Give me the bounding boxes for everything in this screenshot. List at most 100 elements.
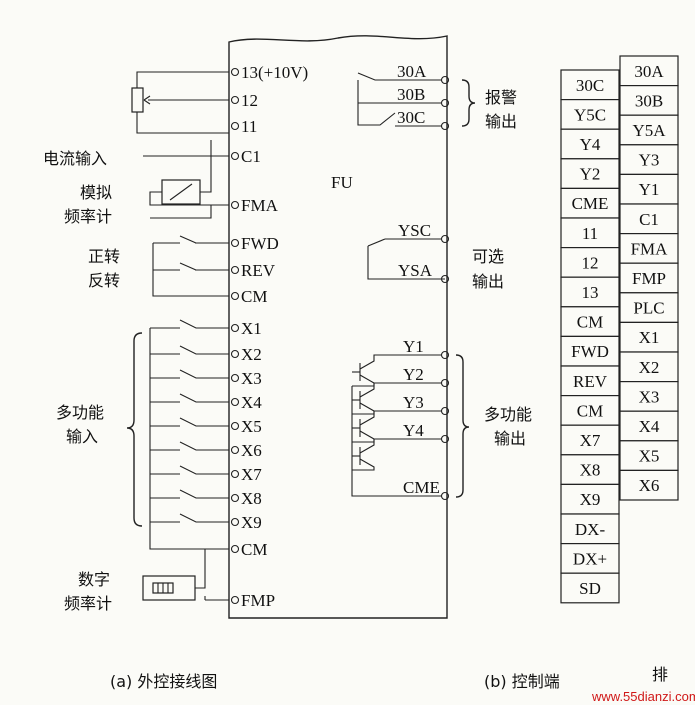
terminal-cell-label: Y1 (639, 180, 660, 199)
terminal-cell (560, 513, 620, 545)
right-terminal-label: Y1 (403, 337, 424, 356)
left-terminal-label: X7 (241, 465, 262, 484)
left-terminal-label: FWD (241, 234, 279, 253)
input-switch (179, 345, 229, 355)
terminal-cell (619, 144, 679, 176)
multi-output-label-2: 输出 (494, 429, 526, 448)
input-switch (179, 393, 229, 403)
current-input-label: 电流输入 (43, 149, 107, 168)
input-switch (179, 417, 229, 427)
left-terminal-label: X3 (241, 369, 262, 388)
terminal-cell-label: 30C (576, 76, 604, 95)
terminal-cell (560, 306, 620, 337)
relay-terminal-group: 30A 30B 30C (395, 62, 450, 131)
terminal-dot (440, 406, 450, 416)
terminal-dot (230, 323, 240, 333)
terminal-dot (230, 397, 240, 407)
terminal-dot (440, 98, 450, 108)
option-contacts (367, 238, 445, 280)
left-terminal-label: FMA (241, 196, 279, 215)
input-switch (179, 465, 229, 475)
terminal-cell-label: C1 (639, 210, 659, 229)
terminal-dot (440, 491, 450, 501)
right-terminal-label: 30A (397, 62, 427, 81)
left-terminal-label: X9 (241, 513, 262, 532)
right-terminal-label: Y4 (403, 421, 424, 440)
analog-meter-label-2: 频率计 (64, 207, 112, 226)
terminal-cell-label: DX+ (573, 549, 607, 568)
left-terminal-label: X5 (241, 417, 262, 436)
terminal-dot (440, 121, 450, 131)
terminal-cell (619, 233, 679, 264)
terminal-cell (560, 158, 620, 190)
transistor-collector (359, 410, 441, 426)
terminal-cell (619, 321, 679, 353)
terminal-cell (619, 440, 679, 471)
terminal-cell (560, 335, 620, 367)
terminal-cell-label: Y3 (639, 151, 660, 170)
right-terminal-label: Y3 (403, 393, 424, 412)
terminal-dot (440, 350, 450, 360)
left-terminal-label: X1 (241, 319, 262, 338)
terminal-cell (619, 292, 679, 323)
terminal-cell (619, 351, 679, 383)
input-switch (179, 489, 229, 499)
input-switch-bank (149, 319, 229, 550)
terminal-cell (619, 381, 679, 412)
terminal-cell (560, 572, 620, 604)
transistor-collector (359, 382, 441, 398)
terminal-cell-label: PLC (633, 299, 664, 318)
left-terminal-label: 13(+10V) (241, 63, 308, 82)
digital-meter-label-1: 数字 (78, 570, 110, 589)
terminal-cell (560, 483, 620, 515)
terminal-cell-label: Y5C (574, 105, 606, 124)
terminal-dot (230, 291, 240, 301)
left-terminal-label: X2 (241, 345, 262, 364)
terminal-cell (560, 454, 620, 485)
terminal-dot (230, 349, 240, 359)
terminal-dot (440, 75, 450, 85)
terminal-cell-label: SD (579, 579, 601, 598)
terminal-cell-label: FWD (571, 342, 609, 361)
terminal-dot (230, 544, 240, 554)
multi-output-label-1: 多功能 (484, 405, 532, 424)
left-terminal-group: 13(+10V)1211C1FMAFWDREVCMX1X2X3X4X5X6X7X… (230, 63, 308, 610)
terminal-cell-label: FMA (631, 239, 669, 258)
input-switch (179, 369, 229, 379)
terminal-dot (230, 265, 240, 275)
forward-label: 正转 (88, 247, 120, 266)
inverter-body (228, 35, 448, 619)
option-label-2: 输出 (472, 272, 504, 291)
right-terminal-label: Y2 (403, 365, 424, 384)
input-switch (179, 319, 229, 329)
relay-contacts (357, 72, 398, 126)
terminal-cell (619, 55, 679, 87)
terminal-dot (230, 238, 240, 248)
terminal-cell-label: 11 (582, 224, 598, 243)
digital-meter-label-2: 频率计 (64, 594, 112, 613)
alarm-label-2: 输出 (485, 112, 517, 131)
terminal-cell-label: Y5A (632, 121, 666, 140)
left-terminal-label: C1 (241, 147, 261, 166)
terminal-cell-label: Y4 (580, 135, 601, 154)
input-switch (179, 441, 229, 451)
terminal-cell (619, 469, 679, 501)
alarm-label-1: 报警 (485, 88, 517, 107)
caption-right: (b) 控制端 (484, 672, 560, 691)
terminal-cell (560, 128, 620, 160)
left-terminal-label: X6 (241, 441, 262, 460)
input-brace (126, 332, 143, 527)
terminal-dot (440, 434, 450, 444)
terminal-dot (230, 373, 240, 383)
terminal-cell-label: X1 (639, 328, 660, 347)
right-terminal-label: 30C (397, 108, 425, 127)
terminal-dot (230, 493, 240, 503)
right-terminal-label: 30B (397, 85, 425, 104)
transistor-emitter (352, 458, 375, 471)
terminal-cell-label: 30B (635, 91, 663, 110)
terminal-cell (619, 114, 679, 146)
terminal-cell (560, 217, 620, 249)
terminal-cell-label: 13 (582, 283, 599, 302)
